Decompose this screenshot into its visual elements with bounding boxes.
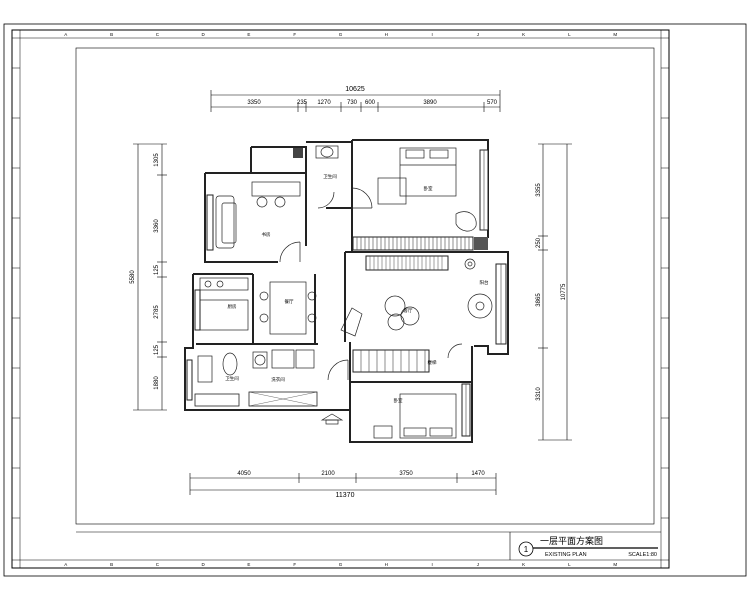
dim-left-seg-1: 1305 — [154, 153, 160, 167]
dim-left-seg-4: 2785 — [154, 305, 160, 319]
dim-top-seg-2: 235 — [297, 100, 308, 106]
grid-label: G — [339, 32, 343, 37]
room-label-living: 客厅 — [404, 307, 413, 314]
dim-top-seg-7: 570 — [487, 100, 498, 106]
top-dimension-lines — [210, 90, 501, 112]
grid-label: L — [568, 32, 571, 37]
grid-label: K — [522, 32, 525, 37]
grid-labels-top: A B C D E F G H I J K L M — [64, 32, 617, 37]
title-block: 1 一层平面方案图 EXISTING PLAN SCALE1:80 — [76, 531, 661, 560]
grid-label: A — [64, 562, 67, 567]
dim-top-seg-1: 3350 — [247, 100, 261, 106]
grid-label: C — [156, 562, 160, 567]
dim-right-total: 10775 — [561, 283, 567, 300]
dim-bottom-seg-4: 1470 — [471, 471, 485, 477]
dim-right-seg-3: 3865 — [536, 293, 542, 307]
grid-label: E — [247, 32, 250, 37]
grid-label: M — [613, 32, 617, 37]
dim-left-seg-2: 3360 — [154, 219, 160, 233]
grid-label: G — [339, 562, 343, 567]
grid-label: D — [201, 562, 205, 567]
dim-top-seg-3: 1270 — [317, 100, 331, 106]
grid-label: I — [431, 562, 432, 567]
title-scale: SCALE1:80 — [628, 552, 657, 558]
room-label-bedroom-bottom: 卧室 — [394, 397, 403, 404]
grid-label: I — [431, 32, 432, 37]
room-label-bath-top: 卫生间 — [323, 173, 337, 180]
dim-left-seg-3: 125 — [154, 264, 160, 275]
dim-top-seg-6: 3890 — [423, 100, 437, 106]
grid-label: M — [613, 562, 617, 567]
room-label-laundry: 洗衣间 — [271, 376, 285, 383]
side-ticks — [12, 67, 669, 519]
grid-label: F — [293, 32, 296, 37]
dim-top-seg-5: 600 — [365, 100, 376, 106]
dim-bottom-seg-1: 4050 — [237, 471, 251, 477]
room-label-stair: 楼梯 — [428, 359, 437, 366]
grid-label: J — [477, 32, 479, 37]
dim-right-seg-4: 3310 — [536, 387, 542, 401]
grid-labels-bottom: A B C D E F G H I J K L M — [64, 562, 617, 567]
dim-bottom-total: 11370 — [336, 492, 355, 499]
dim-right-seg-1: 3355 — [536, 183, 542, 197]
title-en: EXISTING PLAN — [545, 552, 587, 558]
grid-label: A — [64, 32, 67, 37]
grid-label: H — [385, 562, 388, 567]
bottom-dimension-lines — [189, 473, 497, 495]
door-swings — [279, 187, 463, 381]
title-cn: 一层平面方案图 — [540, 535, 603, 547]
left-dimension-lines — [133, 143, 167, 411]
outer-border — [3, 23, 747, 577]
room-label-kitchen: 厨房 — [228, 303, 237, 310]
grid-label: H — [385, 32, 388, 37]
room-label-bedroom-top: 卧室 — [424, 185, 433, 192]
dim-left-seg-5: 125 — [154, 344, 160, 355]
title-number-circle — [518, 541, 534, 557]
grid-label: L — [568, 562, 571, 567]
grid-label: C — [156, 32, 160, 37]
dim-right-seg-2: 250 — [536, 237, 542, 248]
room-labels: 卫生间 卧室 书房 厨房 餐厅 卫生间 洗衣间 客厅 阳台 卧室 楼梯 — [225, 173, 489, 404]
room-label-study: 书房 — [262, 231, 271, 238]
dim-top-seg-4: 730 — [347, 100, 358, 106]
furniture — [197, 145, 493, 439]
grid-label: F — [293, 562, 296, 567]
grid-label: D — [201, 32, 205, 37]
dim-bottom-seg-3: 3750 — [399, 471, 413, 477]
right-dimension-lines — [538, 143, 572, 441]
grid-label: E — [247, 562, 250, 567]
inner-frame — [75, 47, 655, 525]
grid-label: J — [477, 562, 479, 567]
room-label-dining: 餐厅 — [285, 298, 294, 305]
plan-walls — [184, 139, 509, 443]
drawing-frame — [11, 29, 670, 569]
dim-top-total: 10625 — [345, 86, 365, 93]
room-label-bath-bottom: 卫生间 — [225, 375, 239, 382]
dim-left-seg-6: 1880 — [154, 376, 160, 390]
grid-label: B — [110, 562, 113, 567]
dim-bottom-seg-2: 2100 — [321, 471, 335, 477]
room-label-balcony: 阳台 — [480, 279, 489, 286]
hatched-walls — [186, 148, 507, 437]
title-number: 1 — [524, 545, 529, 554]
grid-label: K — [522, 562, 525, 567]
dim-left-total: 5580 — [130, 270, 136, 284]
grid-label: B — [110, 32, 113, 37]
